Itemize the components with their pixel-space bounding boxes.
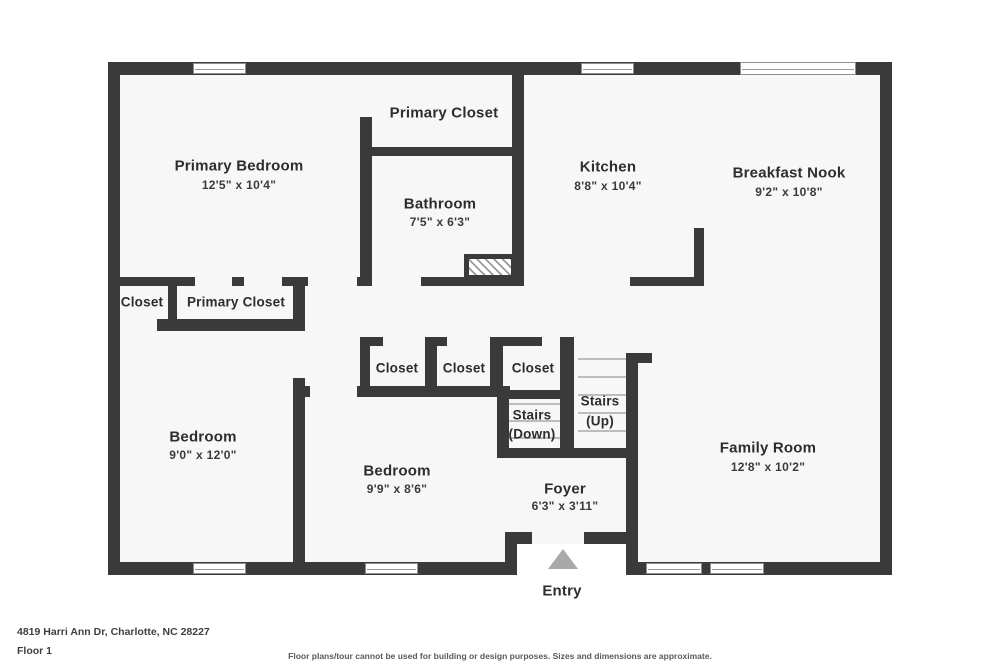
wall-outer-bottom-left [108,562,517,575]
bedroom-left-label: Bedroom [169,428,237,446]
wall-primary-bedroom-right [360,117,372,286]
family-room-label: Family Room [719,439,817,457]
wall-hall-top-c [357,277,372,286]
wall-closet-cd-divider [490,337,503,397]
wall-closet-b-top [360,337,383,346]
window [193,63,246,74]
wall-family-room-left [626,353,638,575]
wall-stairs-down-left [497,390,509,458]
wall-closet-b-left [360,337,370,397]
stair-tread [578,376,626,378]
stair-tread [578,412,626,414]
window [581,63,634,74]
primary-closet-lower-label: Primary Closet [186,294,286,310]
wall-closet-c-top-stub [437,337,447,346]
foyer-dims: 6'3" x 3'11" [531,499,599,513]
stairs-up-label-line2: (Up) [586,413,614,429]
stairs-down-label-line2: (Down) [508,426,556,442]
wall-kitchen-left [512,62,524,286]
wall-hall-top-a [108,277,195,286]
address-text: 4819 Harri Ann Dr, Charlotte, NC 28227 [17,626,210,638]
stair-tread [509,403,560,405]
closet-c-label: Closet [442,360,486,376]
shower-hatch [464,254,516,280]
wall-entry-side-left [505,532,517,575]
bedroom-left-dims: 9'0" x 12'0" [169,448,237,462]
stair-tread [578,358,626,360]
window [365,563,418,574]
wall-closet-divider [168,286,177,322]
kitchen-label: Kitchen [579,158,637,176]
floor-number-text: Floor 1 [17,645,53,657]
breakfast-nook-dims: 9'2" x 10'8" [755,185,823,199]
stair-tread [578,394,626,396]
wall-kitchen-corner-horizontal [630,277,704,286]
disclaimer-text: Floor plans/tour cannot be used for buil… [288,651,712,661]
foyer-label: Foyer [544,480,586,498]
closet-b-label: Closet [375,360,419,376]
wall-closet-d-top [503,337,542,346]
wall-kitchen-corner-vertical [694,228,704,286]
bathroom-label: Bathroom [403,195,477,213]
bedroom-middle-label: Bedroom [363,462,431,480]
wall-outer-top [108,62,892,75]
bedroom-middle-dims: 9'9" x 8'6" [366,482,428,496]
wall-closet-row-bottom [157,319,305,331]
primary-bedroom-dims: 12'5" x 10'4" [201,178,277,192]
window [710,563,764,574]
wall-hall-top-post [232,277,244,286]
wall-stairs-top-stub [626,353,652,363]
closet-a-label: Closet [120,294,164,310]
breakfast-nook-label: Breakfast Nook [732,164,846,182]
entry-arrow-icon [548,549,578,569]
wall-bathroom-bottom [421,277,524,286]
stair-tread [509,437,560,439]
bathroom-dims: 7'5" x 6'3" [409,215,471,229]
closet-d-label: Closet [511,360,555,376]
wall-closet-bathroom-divider [366,147,512,156]
wall-bedroom1-right-upper [293,277,305,330]
wall-outer-right [880,62,892,575]
wall-outer-left [108,62,120,575]
wall-bedroom2-top-stub [293,386,310,397]
window [740,62,856,75]
stairs-down-label-line1: Stairs [512,407,552,423]
wall-closet-bc-divider [425,337,437,397]
wall-foyer-bottom-right [584,532,638,544]
wall-bedroom1-right-lower [293,378,305,562]
window [646,563,702,574]
entry-label: Entry [542,582,582,600]
kitchen-dims: 8'8" x 10'4" [574,179,642,193]
family-room-dims: 12'8" x 10'2" [730,460,806,474]
stairs-up-label-line1: Stairs [580,393,620,409]
stair-tread [509,420,560,422]
wall-foyer-top [497,448,638,458]
primary-closet-top-label: Primary Closet [389,104,499,122]
window-mullion [702,562,710,575]
window [193,563,246,574]
wall-stairs-down-top [497,390,572,399]
stair-tread [578,430,626,432]
primary-bedroom-label: Primary Bedroom [174,157,304,175]
